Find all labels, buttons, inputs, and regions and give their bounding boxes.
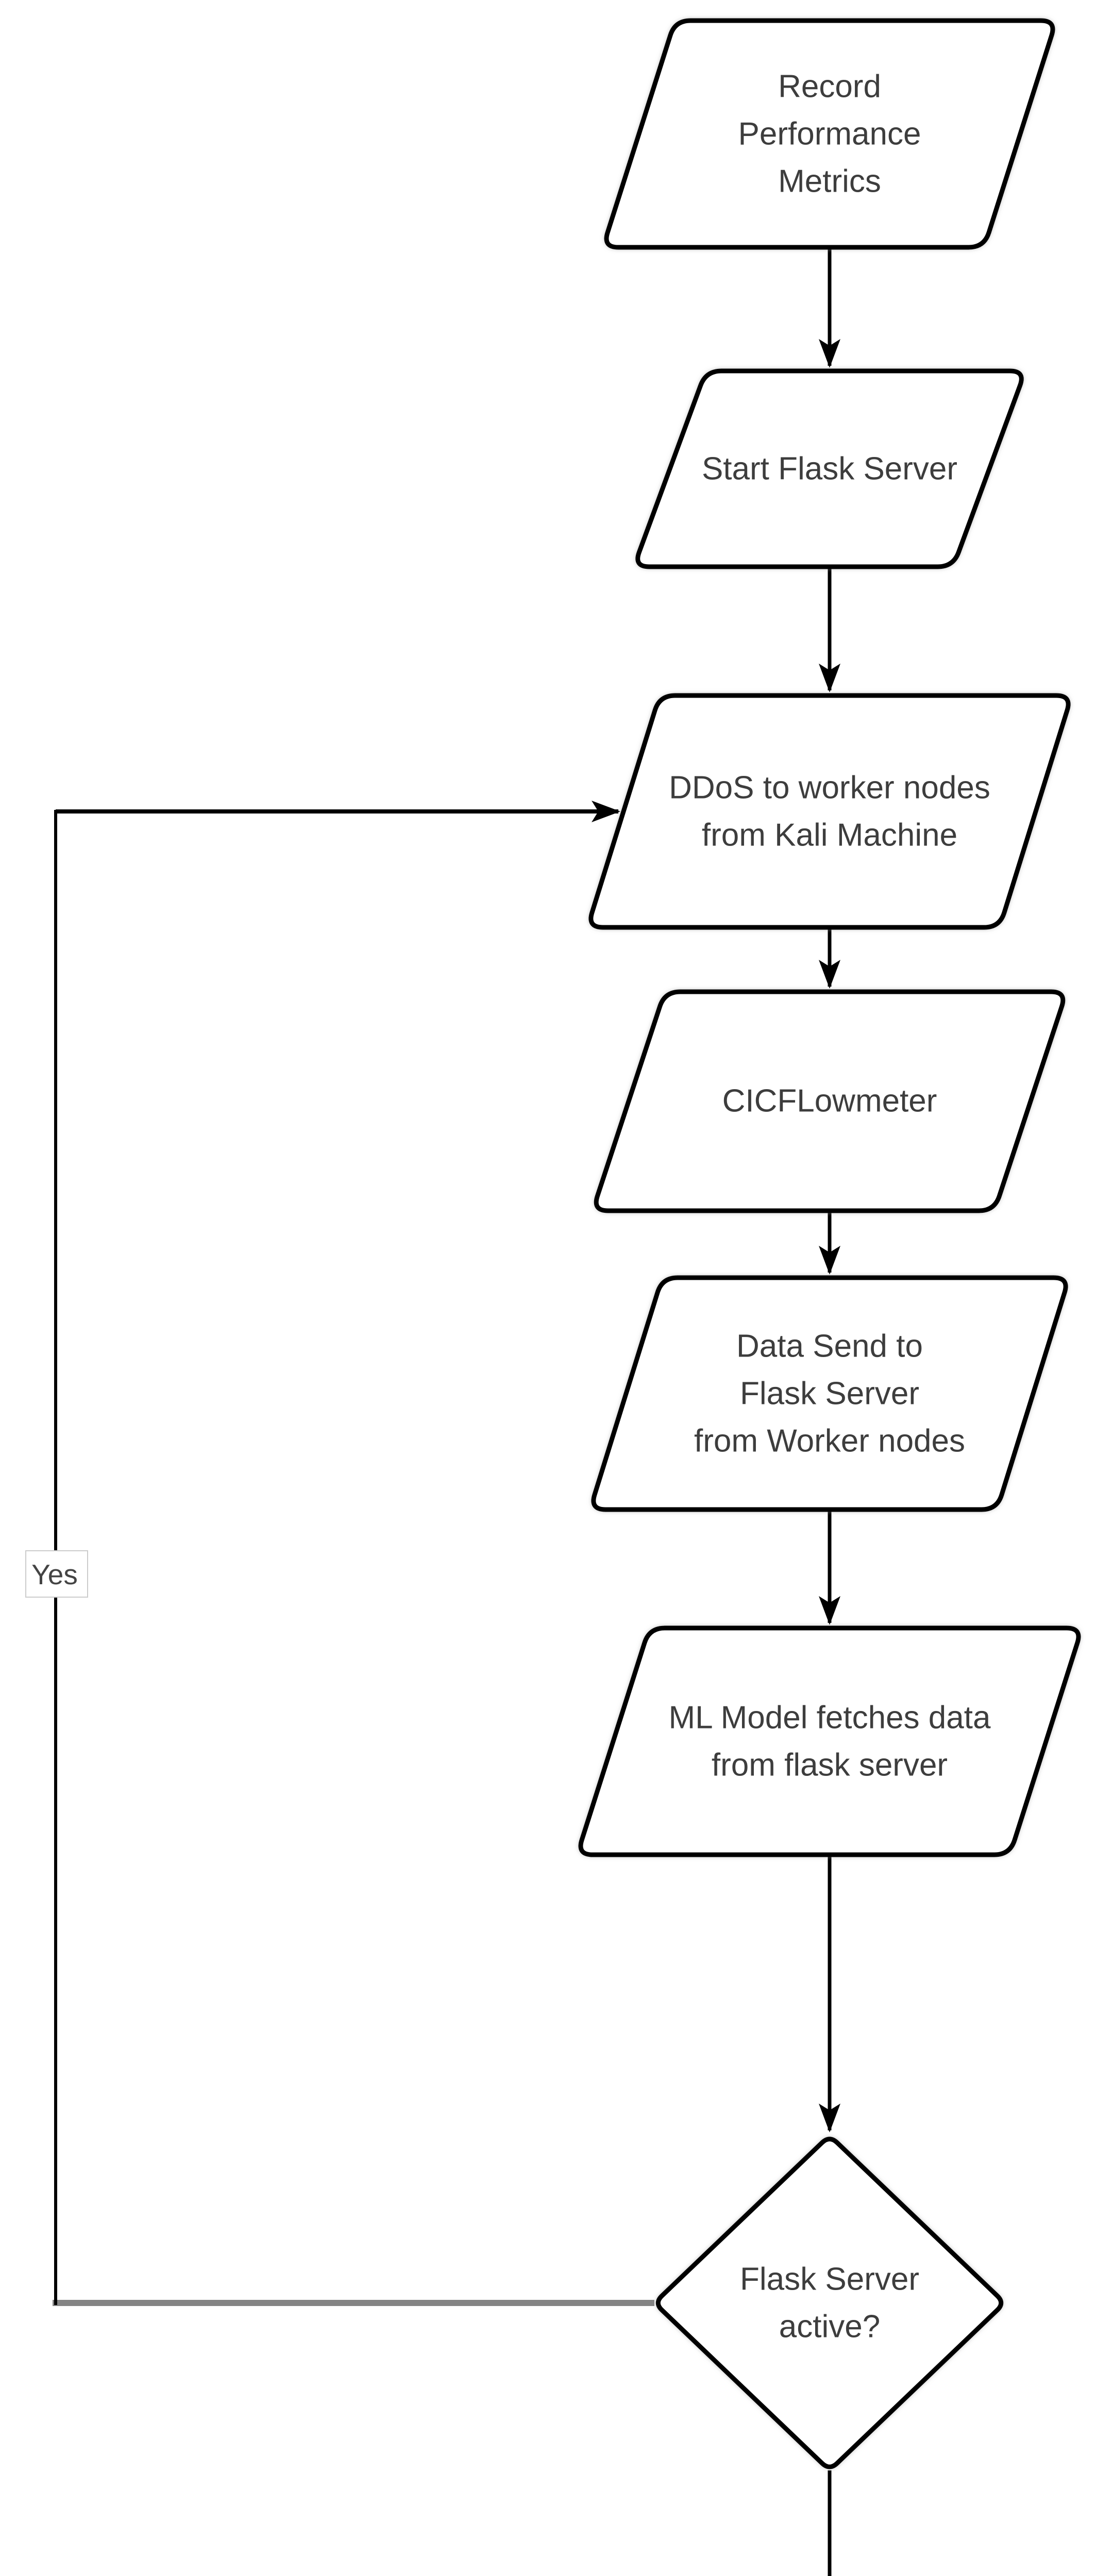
decision-diamond-shape [655,2137,1004,2469]
parallelogram-shape [578,1625,1081,1857]
node-label-line: Flask Server [740,2262,919,2297]
parallelogram-shape [635,368,1024,569]
parallelogram-shape [591,1275,1068,1512]
node-record-performance-metrics: Record Performance Metrics [604,18,1055,250]
node-label-line: ML Model fetches data [669,1700,991,1736]
node-cicflowmeter: CICFLowmeter [594,989,1066,1213]
node-label-line: Flask Server [740,1376,919,1412]
parallelogram-shape [588,693,1071,930]
yes-label-text: Yes [31,1558,78,1590]
node-label-line: Record [778,69,881,105]
yes-edge-label: Yes [25,1550,88,1598]
node-label-line: Data Send to [736,1329,923,1364]
node-label-line: Start Flask Server [702,451,957,487]
node-label-line: from flask server [712,1748,948,1783]
parallelogram-shape [604,18,1055,250]
node-label-line: Performance [738,116,921,152]
node-label-line: DDoS to worker nodes [669,770,990,806]
node-label-line: from Worker nodes [694,1423,965,1459]
node-label-line: CICFLowmeter [722,1083,937,1119]
node-label-line: Metrics [778,164,881,199]
parallelogram-shape [594,989,1066,1213]
node-ml-model-fetches-data: ML Model fetches data from flask server [578,1625,1081,1857]
node-label-line: active? [779,2309,880,2345]
node-flask-server-active-decision: Flask Server active? [655,2137,1004,2469]
node-start-flask-server: Start Flask Server [635,368,1024,569]
yes-label-box [25,1550,88,1598]
node-label-line: from Kali Machine [702,818,957,853]
node-data-send-to-flask-server: Data Send to Flask Server from Worker no… [591,1275,1068,1512]
node-ddos-to-worker-nodes: DDoS to worker nodes from Kali Machine [588,693,1071,930]
